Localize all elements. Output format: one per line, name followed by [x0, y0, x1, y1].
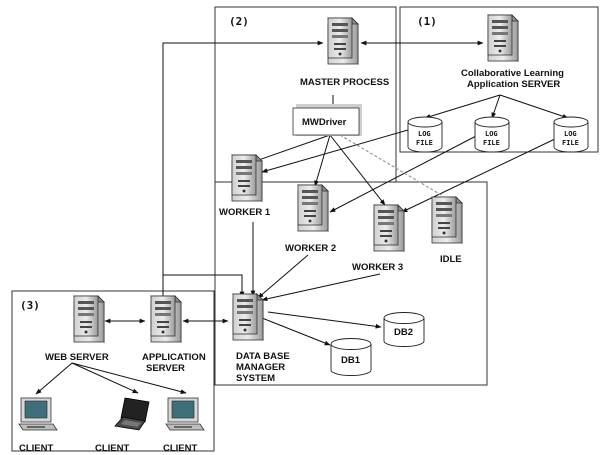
client-2-node: CLIENT: [95, 397, 150, 454]
client-1-node: CLIENT: [18, 397, 58, 454]
log-file-label-line1: LOG: [418, 130, 431, 138]
db1-label: DB1: [341, 355, 361, 366]
laptop-icon: [114, 397, 150, 431]
db2-node: DB2: [383, 312, 425, 347]
region-2-box-top: [214, 6, 397, 183]
dbms-label-line2: MANAGER: [236, 362, 285, 373]
edge-dbms-to-db2: [267, 311, 382, 329]
region-1-label: (1): [417, 15, 437, 28]
client-label: CLIENT: [95, 443, 130, 454]
idle-label: IDLE: [440, 254, 462, 265]
edge-log3-to-worker3: [401, 137, 558, 213]
dbms-node: DATA BASE MANAGER SYSTEM: [232, 293, 290, 384]
edge-worker3-to-dbms: [261, 273, 381, 302]
log-file-2: LOG FILE: [474, 116, 510, 153]
edge-web-to-client2: [71, 362, 139, 394]
edge-web-to-client1: [35, 362, 73, 395]
cla-server-node: Collaborative Learning Application SERVE…: [461, 14, 564, 90]
worker2-label: WORKER 2: [285, 243, 336, 254]
edge-app-server-to-dbms: [163, 274, 245, 298]
db1-node: DB1: [330, 338, 372, 376]
app-server-node: APPLICATION SERVER: [142, 295, 206, 374]
log-file-label-line2: FILE: [562, 139, 579, 147]
log-file-label-line2: FILE: [416, 139, 433, 147]
edge-mwdriver-to-worker3: [329, 134, 386, 206]
desktop-computer-icon: [165, 397, 205, 431]
edge-log2-to-worker2: [329, 134, 479, 213]
client-label: CLIENT: [163, 443, 198, 454]
desktop-computer-icon: [18, 397, 58, 431]
region-3-label: (3): [20, 299, 40, 312]
edge-mwdriver-to-worker1: [252, 134, 331, 163]
server-tower-icon: [487, 14, 519, 62]
log-file-1: LOG FILE: [407, 116, 443, 153]
edge-web-to-client3: [71, 362, 187, 394]
dbms-label-line3: SYSTEM: [236, 373, 275, 384]
edge-mwdriver-to-worker2: [314, 134, 331, 187]
server-tower-icon: [297, 184, 329, 232]
log-file-label-line2: FILE: [483, 139, 500, 147]
log-file-label-line1: LOG: [485, 130, 498, 138]
server-tower-icon: [231, 154, 263, 202]
worker3-node: WORKER 3: [352, 204, 405, 273]
db2-label: DB2: [394, 327, 413, 338]
edge-cla-to-log3: [499, 94, 569, 119]
web-server-node: WEB SERVER: [45, 295, 109, 363]
idle-node: IDLE: [431, 196, 463, 265]
server-tower-icon: [150, 295, 182, 343]
region-2-box-bottom: [214, 181, 488, 386]
server-tower-icon: [373, 204, 405, 252]
app-server-label-line1: APPLICATION: [142, 352, 206, 363]
edge-app-server-to-master: [162, 40, 324, 300]
region-3-box: [11, 290, 215, 452]
dbms-label-line1: DATA BASE: [236, 351, 290, 362]
edge-log1-to-worker1: [261, 129, 409, 173]
edge-cla-to-log1: [424, 94, 501, 119]
cla-server-label-line1: Collaborative Learning: [461, 68, 564, 79]
worker1-label: WORKER 1: [219, 207, 271, 218]
worker1-node: WORKER 1: [219, 154, 271, 218]
log-file-label-line1: LOG: [564, 130, 577, 138]
master-process-label: MASTER PROCESS: [300, 77, 389, 88]
edge-dbms-to-db1: [261, 317, 331, 346]
region-2-label: (2): [229, 15, 249, 28]
server-tower-icon: [232, 293, 264, 341]
log-file-3: LOG FILE: [553, 116, 589, 153]
edges: [35, 40, 569, 395]
app-server-label-line2: SERVER: [146, 363, 185, 374]
worker2-node: WORKER 2: [285, 184, 336, 254]
client-3-node: CLIENT: [163, 397, 205, 454]
server-tower-icon: [73, 295, 105, 343]
cla-server-label-line2: Application SERVER: [467, 79, 560, 90]
server-tower-icon: [431, 196, 463, 244]
mwdriver-node: MWDriver: [292, 104, 362, 136]
web-server-label: WEB SERVER: [45, 352, 109, 363]
master-process-node: MASTER PROCESS: [300, 17, 389, 88]
server-tower-icon: [327, 17, 359, 65]
edge-cla-to-log2: [491, 94, 501, 119]
edge-worker2-to-dbms: [257, 254, 309, 299]
worker3-label: WORKER 3: [352, 262, 403, 273]
client-label: CLIENT: [19, 443, 54, 454]
mwdriver-label: MWDriver: [302, 117, 347, 128]
